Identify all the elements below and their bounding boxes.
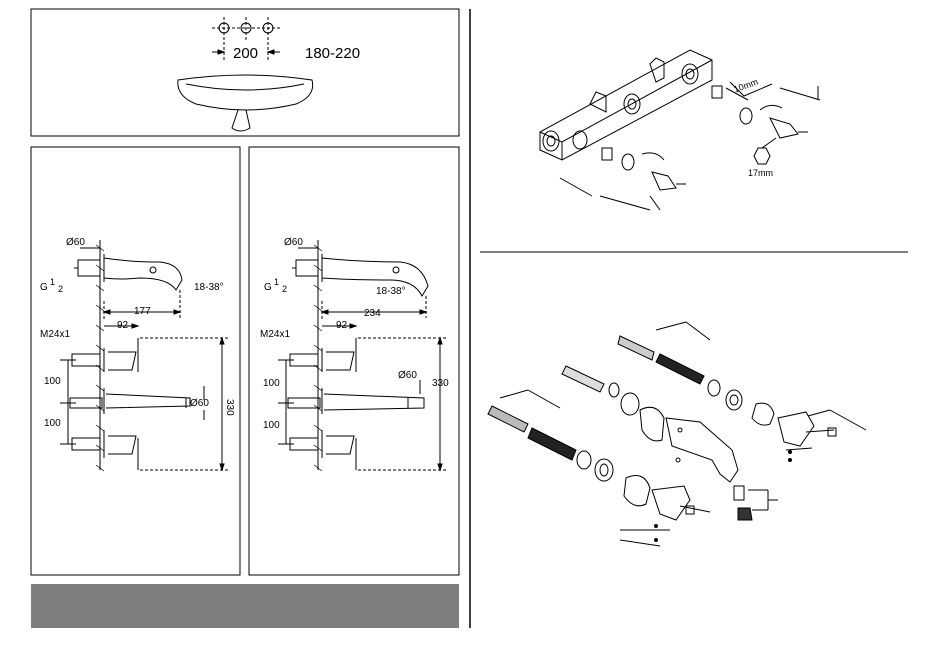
- right-spacing-lower: 100: [263, 420, 280, 431]
- hex-key-size: 10mm: [732, 77, 759, 95]
- left-spacing-lower: 100: [44, 418, 61, 429]
- basin-outline: [178, 75, 313, 131]
- right-spout-length: 234: [364, 308, 381, 319]
- right-spacing-upper: 100: [263, 378, 280, 389]
- hole-spacing-label: 200: [233, 45, 258, 62]
- left-diam-top: Ø60: [66, 237, 85, 248]
- wrench-size: 17mm: [748, 168, 773, 178]
- right-angle: 18-38°: [376, 286, 406, 297]
- left-thread-g: G: [40, 282, 48, 293]
- left-handle-offset: 92: [117, 320, 129, 331]
- left-spout-length: 177: [134, 306, 151, 317]
- left-total-height: 330: [224, 399, 235, 416]
- basin-distance-label: 180-220: [305, 45, 360, 62]
- right-handle-thread: M24x1: [260, 329, 290, 340]
- right-total-height: 330: [432, 378, 449, 389]
- exploded-assembly-diagram: [488, 322, 866, 546]
- footer-bar: [31, 584, 459, 628]
- left-handle-thread: M24x1: [40, 329, 70, 340]
- right-handle-offset: 92: [336, 320, 348, 331]
- right-diam-spout: Ø60: [398, 370, 417, 381]
- valve-body-diagram: [540, 50, 820, 210]
- right-thread-g: G: [264, 282, 272, 293]
- right-thread-sub: 2: [282, 284, 287, 294]
- right-dimension-drawing: [278, 240, 446, 471]
- left-thread-sub: 2: [58, 284, 63, 294]
- left-diam-spout: Ø60: [190, 398, 209, 409]
- left-thread-sup: 1: [50, 277, 55, 287]
- left-spacing-upper: 100: [44, 376, 61, 387]
- right-thread-sup: 1: [274, 277, 279, 287]
- right-diam-top: Ø60: [284, 237, 303, 248]
- left-angle: 18-38°: [194, 282, 224, 293]
- left-dimension-drawing: [60, 240, 230, 471]
